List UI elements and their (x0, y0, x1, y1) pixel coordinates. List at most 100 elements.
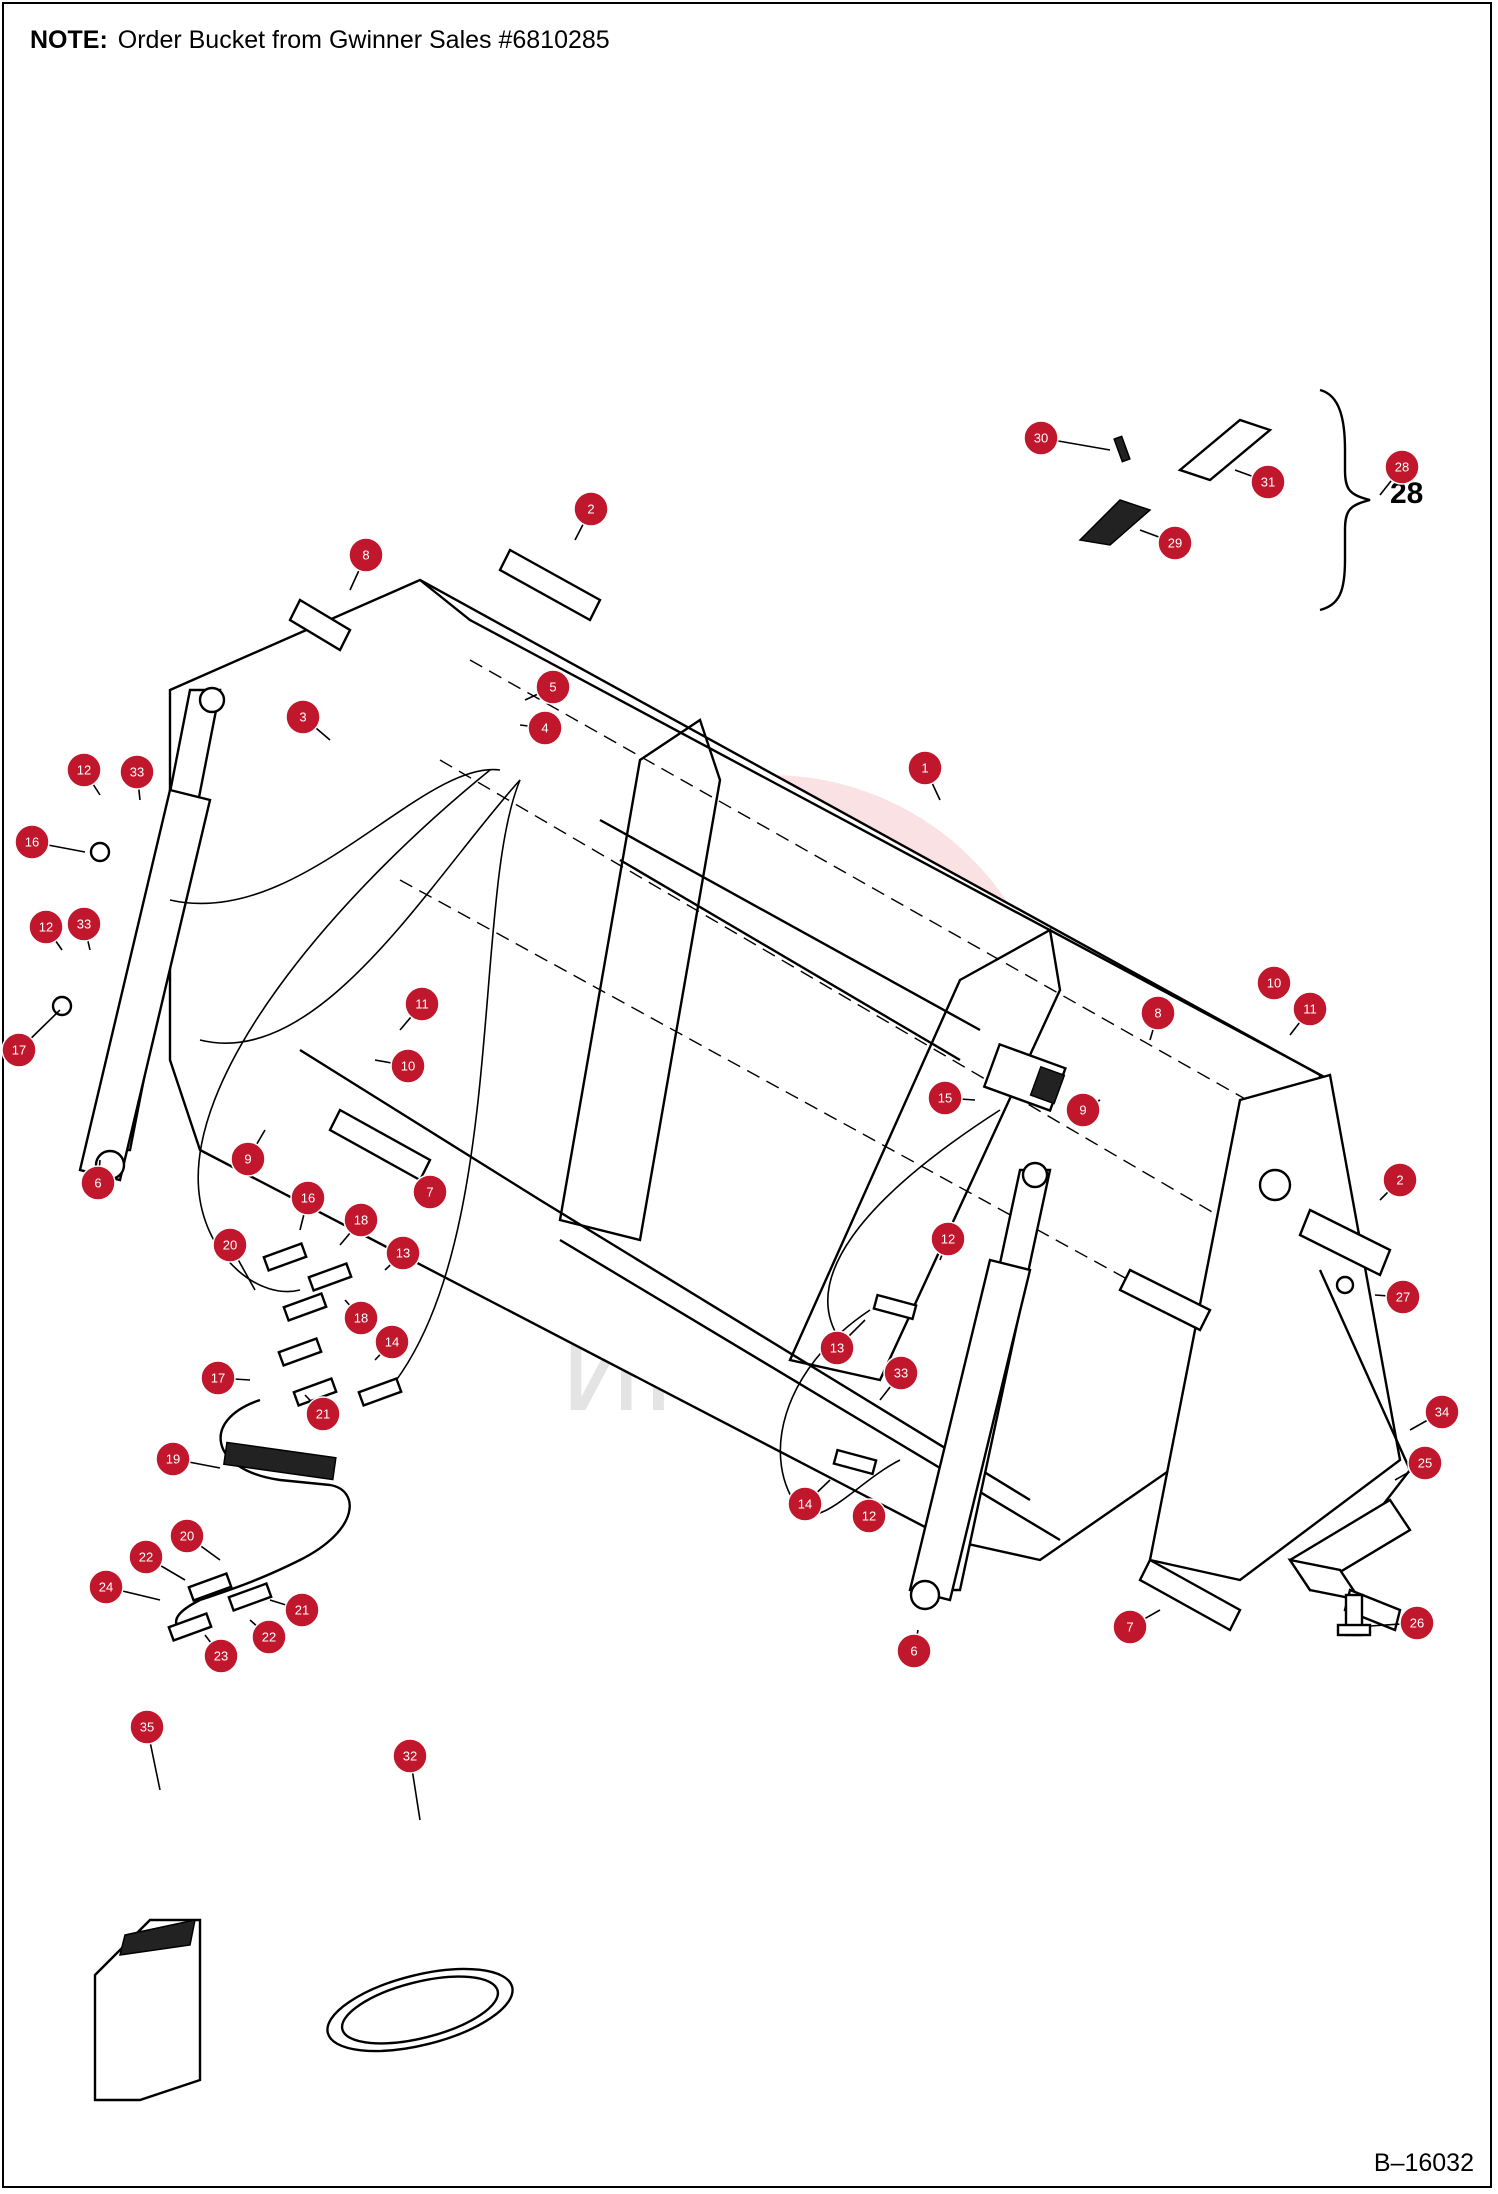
callout-number: 20 (223, 1238, 237, 1253)
callout-18[interactable]: 18 (343, 1300, 379, 1336)
callout-6[interactable]: 6 (896, 1633, 932, 1669)
callout-number: 6 (94, 1176, 101, 1191)
callout-3[interactable]: 3 (285, 699, 321, 735)
callout-badge (1407, 1445, 1443, 1481)
callout-16[interactable]: 16 (290, 1180, 326, 1216)
order-note: NOTE:Order Bucket from Gwinner Sales #68… (30, 26, 610, 55)
valve-block (982, 1042, 1067, 1113)
callout-badge (200, 1360, 236, 1396)
callout-32[interactable]: 32 (392, 1738, 428, 1774)
callout-20[interactable]: 20 (212, 1227, 248, 1263)
callout-33[interactable]: 33 (119, 754, 155, 790)
callout-7[interactable]: 7 (1112, 1609, 1148, 1645)
callout-badge (1256, 965, 1292, 1001)
callout-badge (348, 537, 384, 573)
callout-12[interactable]: 12 (28, 909, 64, 945)
callout-number: 17 (211, 1371, 225, 1386)
touch-up-paint-kit (93, 1918, 202, 2102)
callout-26[interactable]: 26 (1399, 1605, 1435, 1641)
callout-33[interactable]: 33 (66, 906, 102, 942)
fittings (51, 841, 918, 1642)
callout-10[interactable]: 10 (390, 1048, 426, 1084)
callout-10[interactable]: 10 (1256, 965, 1292, 1001)
callout-16[interactable]: 16 (14, 824, 50, 860)
callout-number: 12 (941, 1232, 955, 1247)
callout-20[interactable]: 20 (169, 1518, 205, 1554)
callout-2[interactable]: 2 (573, 491, 609, 527)
callout-22[interactable]: 22 (251, 1619, 287, 1655)
callout-number: 21 (316, 1407, 330, 1422)
callout-6[interactable]: 6 (80, 1165, 116, 1201)
callout-number: 8 (362, 548, 369, 563)
callout-4[interactable]: 4 (527, 710, 563, 746)
callout-badge (343, 1300, 379, 1336)
callout-18[interactable]: 18 (343, 1202, 379, 1238)
callout-14[interactable]: 14 (787, 1486, 823, 1522)
note-label: NOTE: (30, 26, 108, 54)
callout-9[interactable]: 9 (230, 1141, 266, 1177)
callout-badge (573, 491, 609, 527)
callout-21[interactable]: 21 (305, 1396, 341, 1432)
bucket-teeth-group (1078, 388, 1371, 612)
callout-number: 24 (99, 1580, 113, 1595)
callout-17[interactable]: 17 (1, 1032, 37, 1068)
callout-badge (290, 1180, 326, 1216)
callout-11[interactable]: 11 (404, 986, 440, 1022)
callout-badge (1424, 1394, 1460, 1430)
callout-number: 29 (1168, 536, 1182, 551)
callout-number: 12 (862, 1509, 876, 1524)
callout-30[interactable]: 30 (1023, 420, 1059, 456)
callout-number: 33 (894, 1366, 908, 1381)
callout-badge (883, 1355, 919, 1391)
callout-13[interactable]: 13 (385, 1235, 421, 1271)
callout-21[interactable]: 21 (284, 1592, 320, 1628)
callout-8[interactable]: 8 (348, 537, 384, 573)
callout-badge (819, 1330, 855, 1366)
callout-badge (851, 1498, 887, 1534)
callout-33[interactable]: 33 (883, 1355, 919, 1391)
hydraulic-hoses (169, 768, 1001, 1631)
callout-12[interactable]: 12 (851, 1498, 887, 1534)
callout-badge (1065, 1092, 1101, 1128)
callout-23[interactable]: 23 (203, 1638, 239, 1674)
callout-27[interactable]: 27 (1385, 1279, 1421, 1315)
callout-number: 34 (1435, 1405, 1449, 1420)
callout-12[interactable]: 12 (930, 1221, 966, 1257)
callout-number: 13 (396, 1246, 410, 1261)
callout-24[interactable]: 24 (88, 1569, 124, 1605)
callout-22[interactable]: 22 (128, 1539, 164, 1575)
callout-25[interactable]: 25 (1407, 1445, 1443, 1481)
callout-number: 2 (587, 502, 594, 517)
callout-1[interactable]: 1 (907, 750, 943, 786)
callout-12[interactable]: 12 (66, 752, 102, 788)
callout-number: 22 (262, 1630, 276, 1645)
callout-11[interactable]: 11 (1292, 991, 1328, 1027)
callout-badge (88, 1569, 124, 1605)
callout-13[interactable]: 13 (819, 1330, 855, 1366)
callout-5[interactable]: 5 (535, 669, 571, 705)
callout-8[interactable]: 8 (1140, 995, 1176, 1031)
callout-badge (155, 1441, 191, 1477)
callout-2[interactable]: 2 (1382, 1162, 1418, 1198)
callout-number: 13 (830, 1341, 844, 1356)
callout-7[interactable]: 7 (412, 1174, 448, 1210)
callout-number: 33 (77, 917, 91, 932)
callout-28[interactable]: 28 (1384, 449, 1420, 485)
callout-19[interactable]: 19 (155, 1441, 191, 1477)
callout-29[interactable]: 29 (1157, 525, 1193, 561)
callout-number: 18 (354, 1213, 368, 1228)
callout-badge (1382, 1162, 1418, 1198)
callout-35[interactable]: 35 (129, 1709, 165, 1745)
callout-badge (930, 1221, 966, 1257)
callout-34[interactable]: 34 (1424, 1394, 1460, 1430)
callout-9[interactable]: 9 (1065, 1092, 1101, 1128)
callout-number: 19 (166, 1452, 180, 1467)
callout-31[interactable]: 31 (1250, 464, 1286, 500)
callout-17[interactable]: 17 (200, 1360, 236, 1396)
callout-15[interactable]: 15 (927, 1080, 963, 1116)
callout-number: 2 (1396, 1173, 1403, 1188)
callout-14[interactable]: 14 (374, 1324, 410, 1360)
callout-badge (1, 1032, 37, 1068)
callout-badge (527, 710, 563, 746)
